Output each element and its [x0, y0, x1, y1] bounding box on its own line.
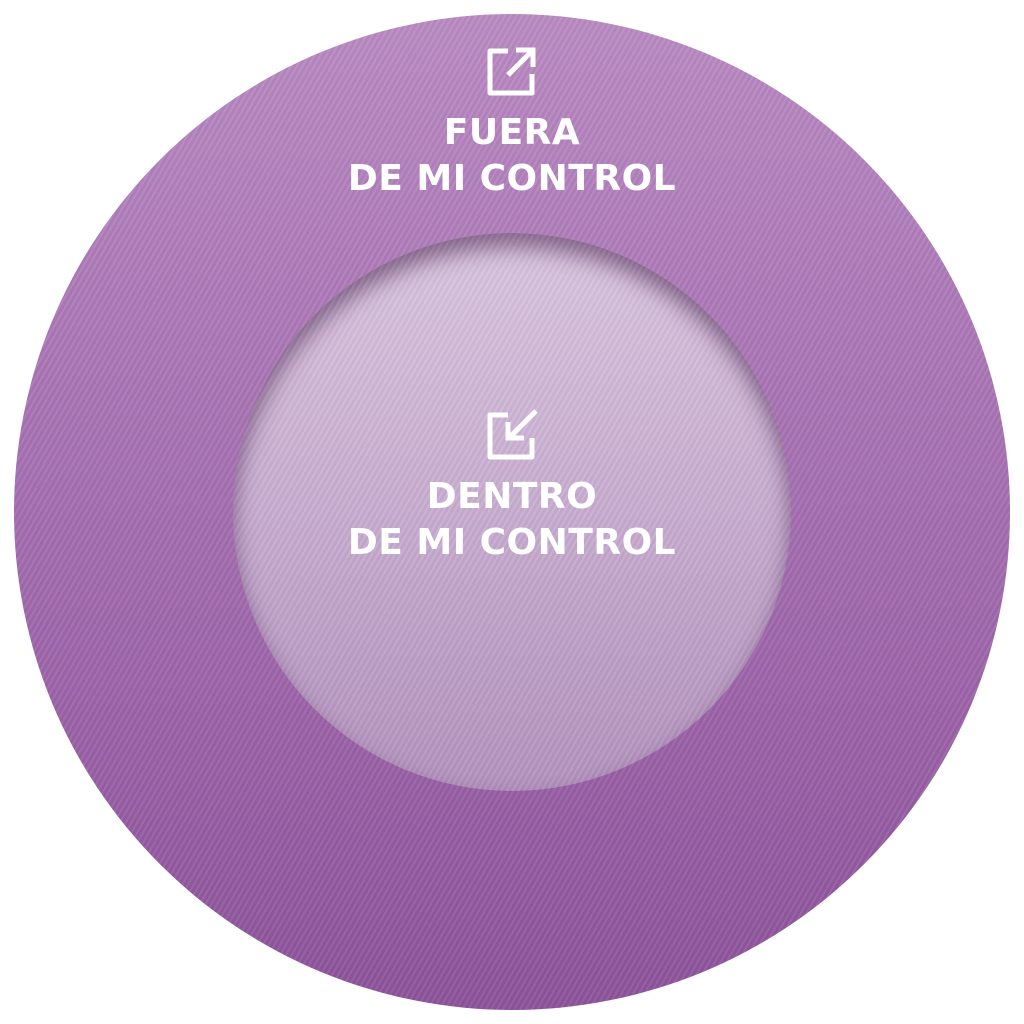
arrow-inward-box-icon — [487, 409, 538, 460]
inner-title-line2: DE MI CONTROL — [347, 522, 677, 563]
inner-circle-inside-control — [233, 233, 791, 791]
external-link-icon — [487, 47, 536, 96]
outer-title-line2: DE MI CONTROL — [347, 158, 677, 199]
texture — [233, 233, 791, 791]
outer-title-line1: FUERA — [443, 112, 581, 153]
inner-title-line1: DENTRO — [426, 476, 598, 517]
